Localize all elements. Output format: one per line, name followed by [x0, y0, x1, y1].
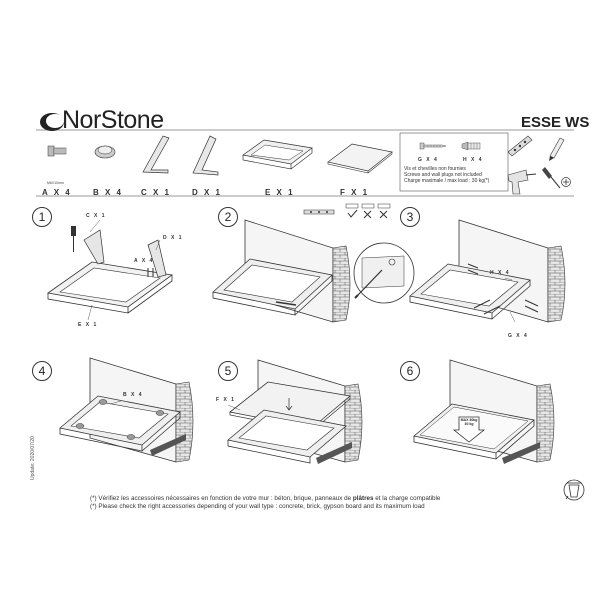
step-6-number: 6: [400, 361, 420, 381]
part-a-sub-label: M6X10mm: [47, 181, 64, 185]
step-6-load-marker: MAX 30kg 30 kg: [455, 418, 483, 426]
brand-logo: NorStone: [38, 106, 164, 138]
step-6-load-bottom: 30 kg: [464, 422, 474, 426]
step-3-label-g: G X 4: [508, 333, 529, 339]
footer-note-en: (*) Please check the right accessories d…: [90, 503, 425, 510]
pencil-icon: [549, 137, 565, 161]
level-tool-icon: [507, 135, 533, 157]
accessory-h-plug-icon: [461, 141, 481, 151]
step-3-number: 3: [400, 207, 420, 227]
part-d-bracket-icon: [192, 135, 219, 176]
step-1-label-c: C X 1: [86, 213, 107, 219]
update-date: Update: 2020/07/20: [30, 436, 36, 480]
step-3-label-h: H X 4: [490, 270, 511, 276]
step-2-number: 2: [218, 207, 238, 227]
part-f-plate-icon: [327, 143, 393, 174]
part-c-label: C X 1: [141, 188, 172, 197]
footer-note-fr: (*) Vérifiez les accessoires nécessaires…: [90, 495, 441, 502]
step-4-number: 4: [32, 361, 52, 381]
accessory-note-3: Charge maximale / max load : 30 kg(*): [404, 178, 490, 184]
product-title: ESSE WS: [521, 114, 590, 131]
level-check-icons: [345, 203, 391, 219]
part-c-bracket-icon: [142, 135, 170, 174]
step-2-illustration: [212, 203, 415, 323]
drill-icon: [507, 169, 537, 195]
part-a-screw-icon: [47, 145, 67, 157]
step-4-illustration: [59, 357, 194, 463]
part-d-label: D X 1: [192, 188, 223, 197]
accessory-g-screw-icon: [419, 142, 447, 150]
part-b-pad-icon: [94, 145, 116, 159]
accessory-note-2: Screws and wall plugs not included: [404, 172, 482, 178]
step-1-label-a: A X 4: [134, 258, 154, 264]
part-a-label: A X 4: [42, 188, 72, 197]
step-1-label-e: E X 1: [78, 322, 98, 328]
step-4-label-b: B X 4: [123, 392, 144, 398]
step-1-number: 1: [32, 207, 52, 227]
accessory-g-label: G X 4: [418, 157, 439, 163]
screwdriver-icon: [542, 167, 561, 189]
step-6-illustration: [413, 359, 555, 464]
step-5-label-f: F X 1: [216, 397, 236, 403]
part-e-label: E X 1: [265, 188, 295, 197]
part-e-frame-icon: [242, 139, 313, 170]
part-b-label: B X 4: [93, 188, 124, 197]
brand-name: NorStone: [62, 106, 164, 134]
step-1-label-d: D X 1: [163, 235, 184, 241]
part-f-label: F X 1: [340, 188, 370, 197]
step-5-illustration: [227, 359, 363, 464]
logo-swoosh-icon: [40, 113, 64, 131]
accessories-box: [399, 132, 509, 192]
accessory-h-label: H X 4: [463, 157, 484, 163]
accessory-note-1: Vis et chevilles non fournies: [404, 166, 466, 172]
step-3-illustration: [409, 219, 566, 323]
recycle-bin-icon: [563, 479, 585, 501]
cross-screw-icon: [561, 177, 571, 187]
step-1-illustration: [46, 219, 174, 321]
step-6-load-top: MAX 30kg: [460, 418, 478, 422]
step-5-number: 5: [218, 361, 238, 381]
